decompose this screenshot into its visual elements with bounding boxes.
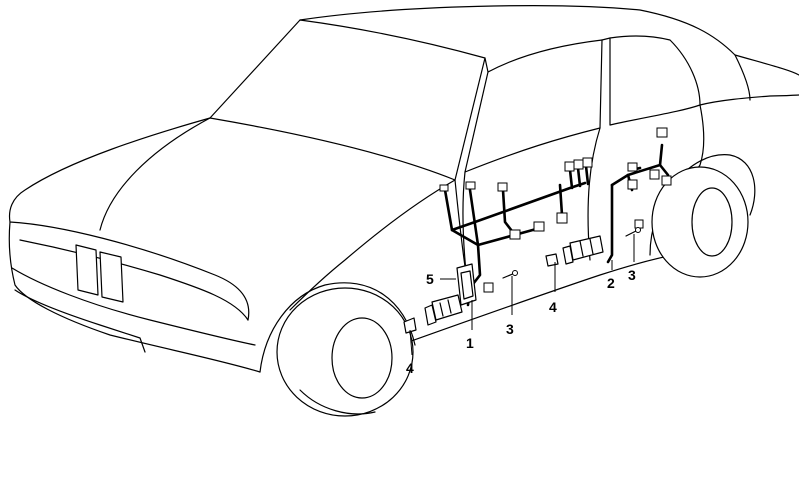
callout-3: 3	[628, 267, 636, 283]
hood-side	[289, 179, 456, 311]
callout-4: 4	[549, 299, 557, 315]
front-wheel-arch	[259, 282, 416, 373]
rear-wheel	[651, 166, 749, 278]
connector-part-2	[562, 235, 604, 265]
screw-part-3b	[625, 227, 641, 237]
cowl-line	[99, 117, 211, 231]
callout-2: 2	[607, 275, 615, 291]
headlight-line	[19, 239, 249, 321]
rear-side-line	[734, 54, 751, 101]
callouts: 1 2 3 3 4 4 5	[406, 267, 636, 376]
b-pillar	[484, 37, 611, 73]
rear-deck	[699, 94, 799, 106]
grille-left	[75, 244, 99, 296]
leader-lines	[409, 234, 635, 356]
hood	[8, 117, 250, 321]
grille-right	[99, 251, 124, 303]
car-body	[8, 5, 799, 373]
front-fascia	[8, 221, 261, 373]
connector-part-1	[424, 294, 463, 326]
module-part-5	[456, 263, 477, 306]
callout-1: 1	[466, 335, 474, 351]
front-wheel	[276, 287, 414, 417]
bumper-lower	[14, 289, 146, 353]
callout-4: 4	[406, 360, 414, 376]
callout-5: 5	[426, 271, 434, 287]
screw-part-3a	[502, 270, 518, 279]
clip-part-4a	[545, 253, 559, 267]
clip-part-4b	[403, 317, 417, 334]
callout-3: 3	[506, 321, 514, 337]
windshield	[209, 19, 486, 181]
connectors	[439, 127, 672, 293]
bumper	[11, 267, 256, 346]
roof-outline	[299, 5, 799, 76]
rear-side-window	[609, 35, 701, 126]
